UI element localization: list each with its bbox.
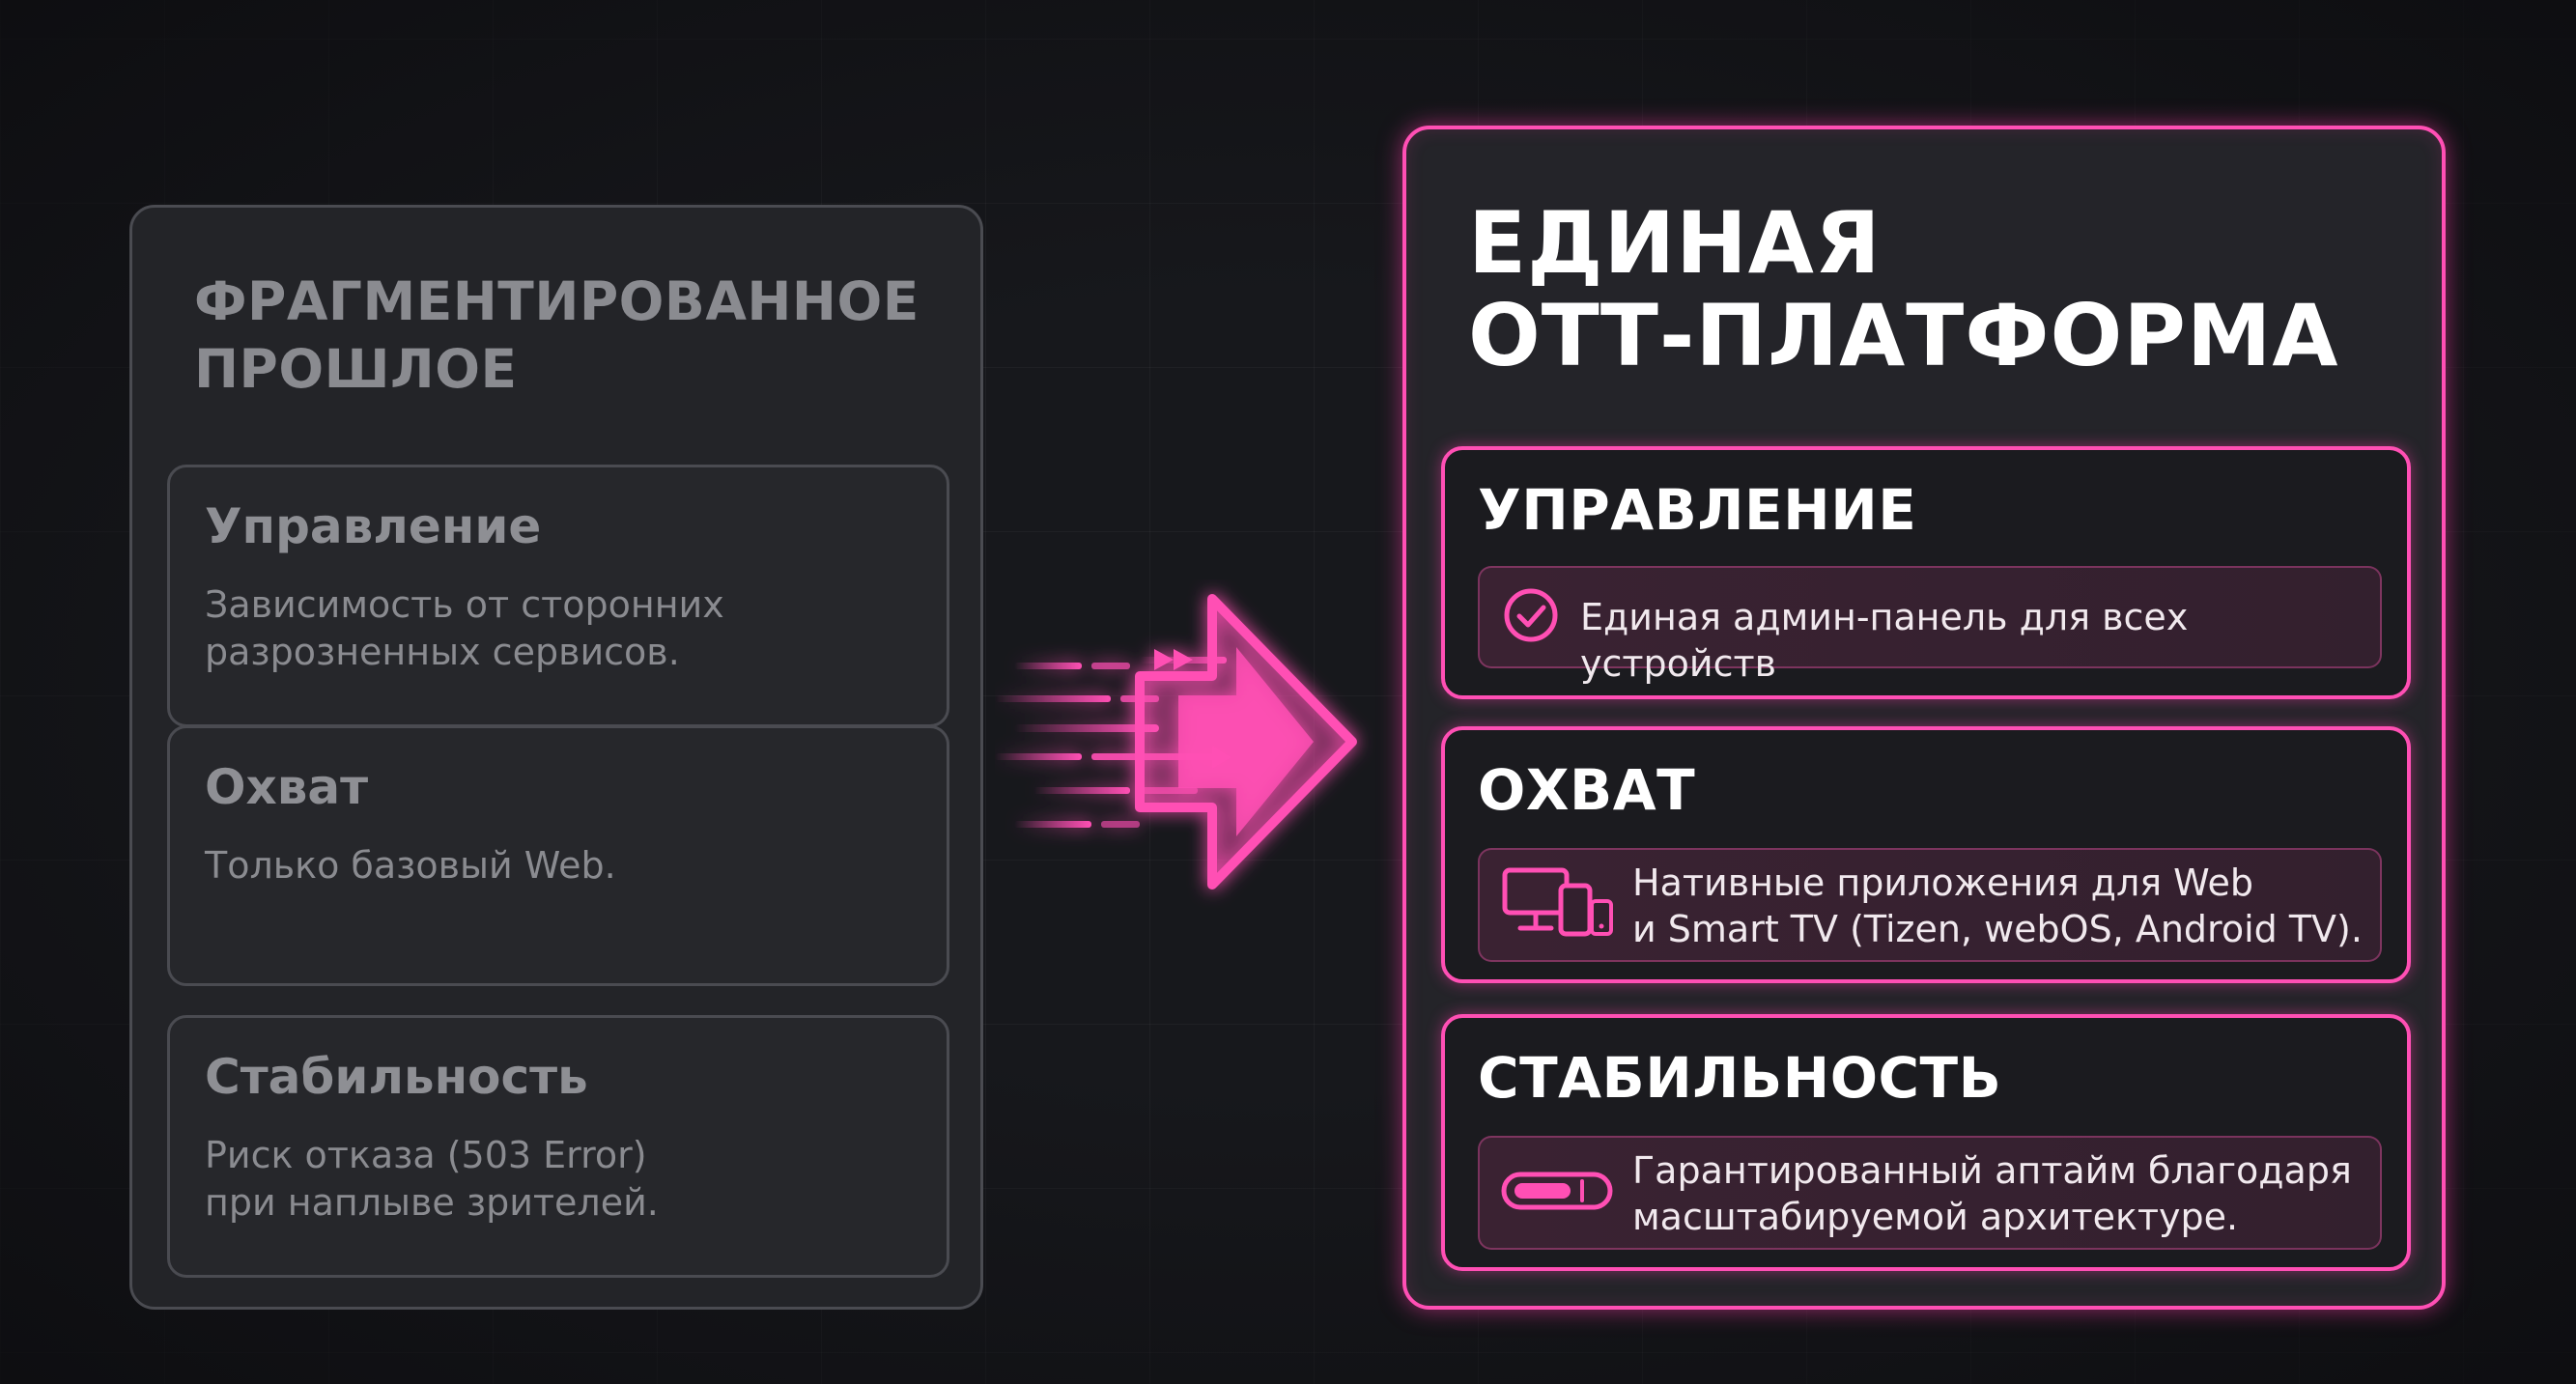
left-card-title: Управление <box>205 498 542 554</box>
feature-text: Нативные приложения для Web и Smart TV (… <box>1632 860 2376 952</box>
left-card-desc-line: Зависимость от сторонних <box>205 583 724 626</box>
left-card-description: Риск отказа (503 Error) при наплыве зрит… <box>205 1132 910 1227</box>
right-card-management: УПРАВЛЕНИЕ Единая админ-панель для всех … <box>1441 446 2411 699</box>
left-title-line: ПРОШЛОЕ <box>194 338 518 400</box>
right-card-stability: СТАБИЛЬНОСТЬ Гарантированный аптайм благ… <box>1441 1014 2411 1271</box>
right-card-title: ОХВАТ <box>1478 757 1696 823</box>
toggle-switch-icon <box>1501 1170 1613 1216</box>
right-title-line: ОТТ-ПЛАТФОРМА <box>1468 286 2339 385</box>
feature-text: Гарантированный аптайм благодаря масштаб… <box>1632 1147 2376 1240</box>
feature-box: Единая админ-панель для всех устройств <box>1478 566 2382 685</box>
left-card-title: Стабильность <box>205 1049 588 1105</box>
check-circle-icon <box>1501 585 1561 649</box>
fragmented-past-panel: ФРАГМЕНТИРОВАННОЕ ПРОШЛОЕ Управление Зав… <box>129 205 983 1310</box>
right-card-reach: ОХВАТ Нативные приложения для Web и Smar… <box>1441 726 2411 983</box>
left-card-desc-line: Только базовый Web. <box>205 844 616 887</box>
feature-box: Нативные приложения для Web и Smart TV (… <box>1478 848 2382 962</box>
left-card-reach: Охват Только базовый Web. <box>167 725 949 986</box>
left-card-description: Только базовый Web. <box>205 842 910 890</box>
feature-text-line: Единая админ-панель для всех устройств <box>1580 596 2189 685</box>
right-title-line: ЕДИНАЯ <box>1468 193 1882 293</box>
unified-platform-panel: ЕДИНАЯ ОТТ-ПЛАТФОРМА УПРАВЛЕНИЕ Единая а… <box>1402 126 2446 1310</box>
feature-text: Единая админ-панель для всех устройств <box>1580 594 2372 687</box>
left-card-desc-line: при наплыве зрителей. <box>205 1181 659 1224</box>
left-card-description: Зависимость от сторонних разрозненных се… <box>205 581 910 676</box>
feature-box: Гарантированный аптайм благодаря масштаб… <box>1478 1136 2382 1250</box>
devices-icon <box>1501 864 1617 946</box>
left-card-management: Управление Зависимость от сторонних разр… <box>167 465 949 727</box>
left-card-stability: Стабильность Риск отказа (503 Error) при… <box>167 1015 949 1278</box>
right-card-title: СТАБИЛЬНОСТЬ <box>1478 1045 2002 1111</box>
left-card-desc-line: разрозненных сервисов. <box>205 631 680 673</box>
left-panel-title: ФРАГМЕНТИРОВАННОЕ ПРОШЛОЕ <box>194 268 948 403</box>
feature-text-line: масштабируемой архитектуре. <box>1632 1196 2239 1238</box>
feature-text-line: Гарантированный аптайм благодаря <box>1632 1149 2352 1192</box>
left-card-desc-line: Риск отказа (503 Error) <box>205 1134 647 1176</box>
right-card-title: УПРАВЛЕНИЕ <box>1478 477 1917 543</box>
arrow-right-icon <box>995 579 1401 908</box>
left-title-line: ФРАГМЕНТИРОВАННОЕ <box>194 270 920 332</box>
right-panel-title: ЕДИНАЯ ОТТ-ПЛАТФОРМА <box>1468 197 2415 382</box>
feature-text-line: Нативные приложения для Web <box>1632 861 2254 904</box>
left-card-title: Охват <box>205 759 369 815</box>
feature-text-line: и Smart TV (Tizen, webOS, Android TV). <box>1632 908 2363 950</box>
